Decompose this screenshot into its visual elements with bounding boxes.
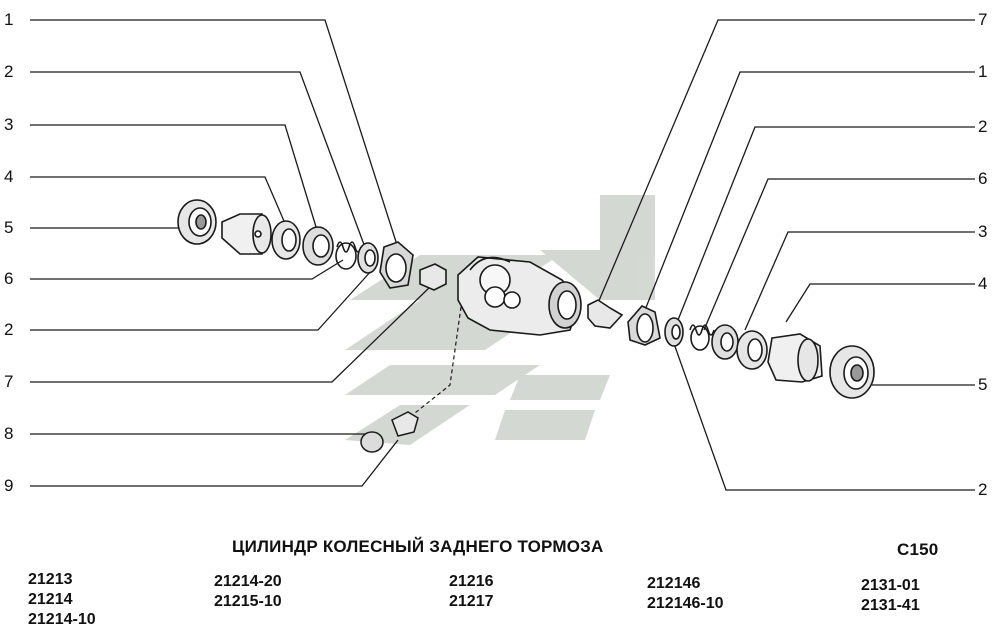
model-code: 21214-10: [28, 611, 96, 628]
callout-label: 2: [4, 62, 14, 81]
page-code: C150: [897, 540, 939, 559]
callout-label: 2: [978, 117, 988, 136]
model-code: 2131-01: [861, 577, 920, 594]
leader-lines-right: [597, 19, 975, 491]
right-parts: [587, 299, 875, 399]
diagram-title: ЦИЛИНДР КОЛЕСНЫЙ ЗАДНЕГО ТОРМОЗА: [232, 537, 604, 556]
callout-label: 4: [4, 167, 14, 186]
assembly-dashed-line: [399, 299, 463, 426]
callout-label: 1: [4, 10, 14, 29]
callout-label: 2: [978, 480, 988, 499]
bleeder-parts: [360, 411, 419, 453]
leader-lines-left: [30, 19, 433, 487]
cylinder-body: [457, 256, 582, 336]
model-code: 212146-10: [647, 595, 724, 612]
callout-label: 3: [978, 222, 988, 241]
model-code: 212146: [647, 575, 701, 592]
model-code: 21217: [449, 593, 494, 610]
callout-label: 4: [978, 274, 988, 293]
model-code: 21215-10: [214, 593, 282, 610]
callout-label: 9: [4, 476, 14, 495]
model-code: 21214-20: [214, 573, 282, 590]
callout-label: 2: [4, 320, 14, 339]
callout-label: 5: [4, 218, 14, 237]
model-code: 21213: [28, 571, 73, 588]
callout-label: 6: [4, 269, 14, 288]
callout-label: 7: [978, 10, 988, 29]
callout-label: 3: [4, 115, 14, 134]
callout-label: 5: [978, 375, 988, 394]
callout-label: 6: [978, 169, 988, 188]
model-code: 21216: [449, 573, 494, 590]
model-code: 2131-41: [861, 597, 920, 614]
callout-label: 7: [4, 372, 14, 391]
left-parts: [177, 199, 447, 291]
model-code: 21214: [28, 591, 73, 608]
callout-label: 1: [978, 62, 988, 81]
callout-label: 8: [4, 424, 14, 443]
